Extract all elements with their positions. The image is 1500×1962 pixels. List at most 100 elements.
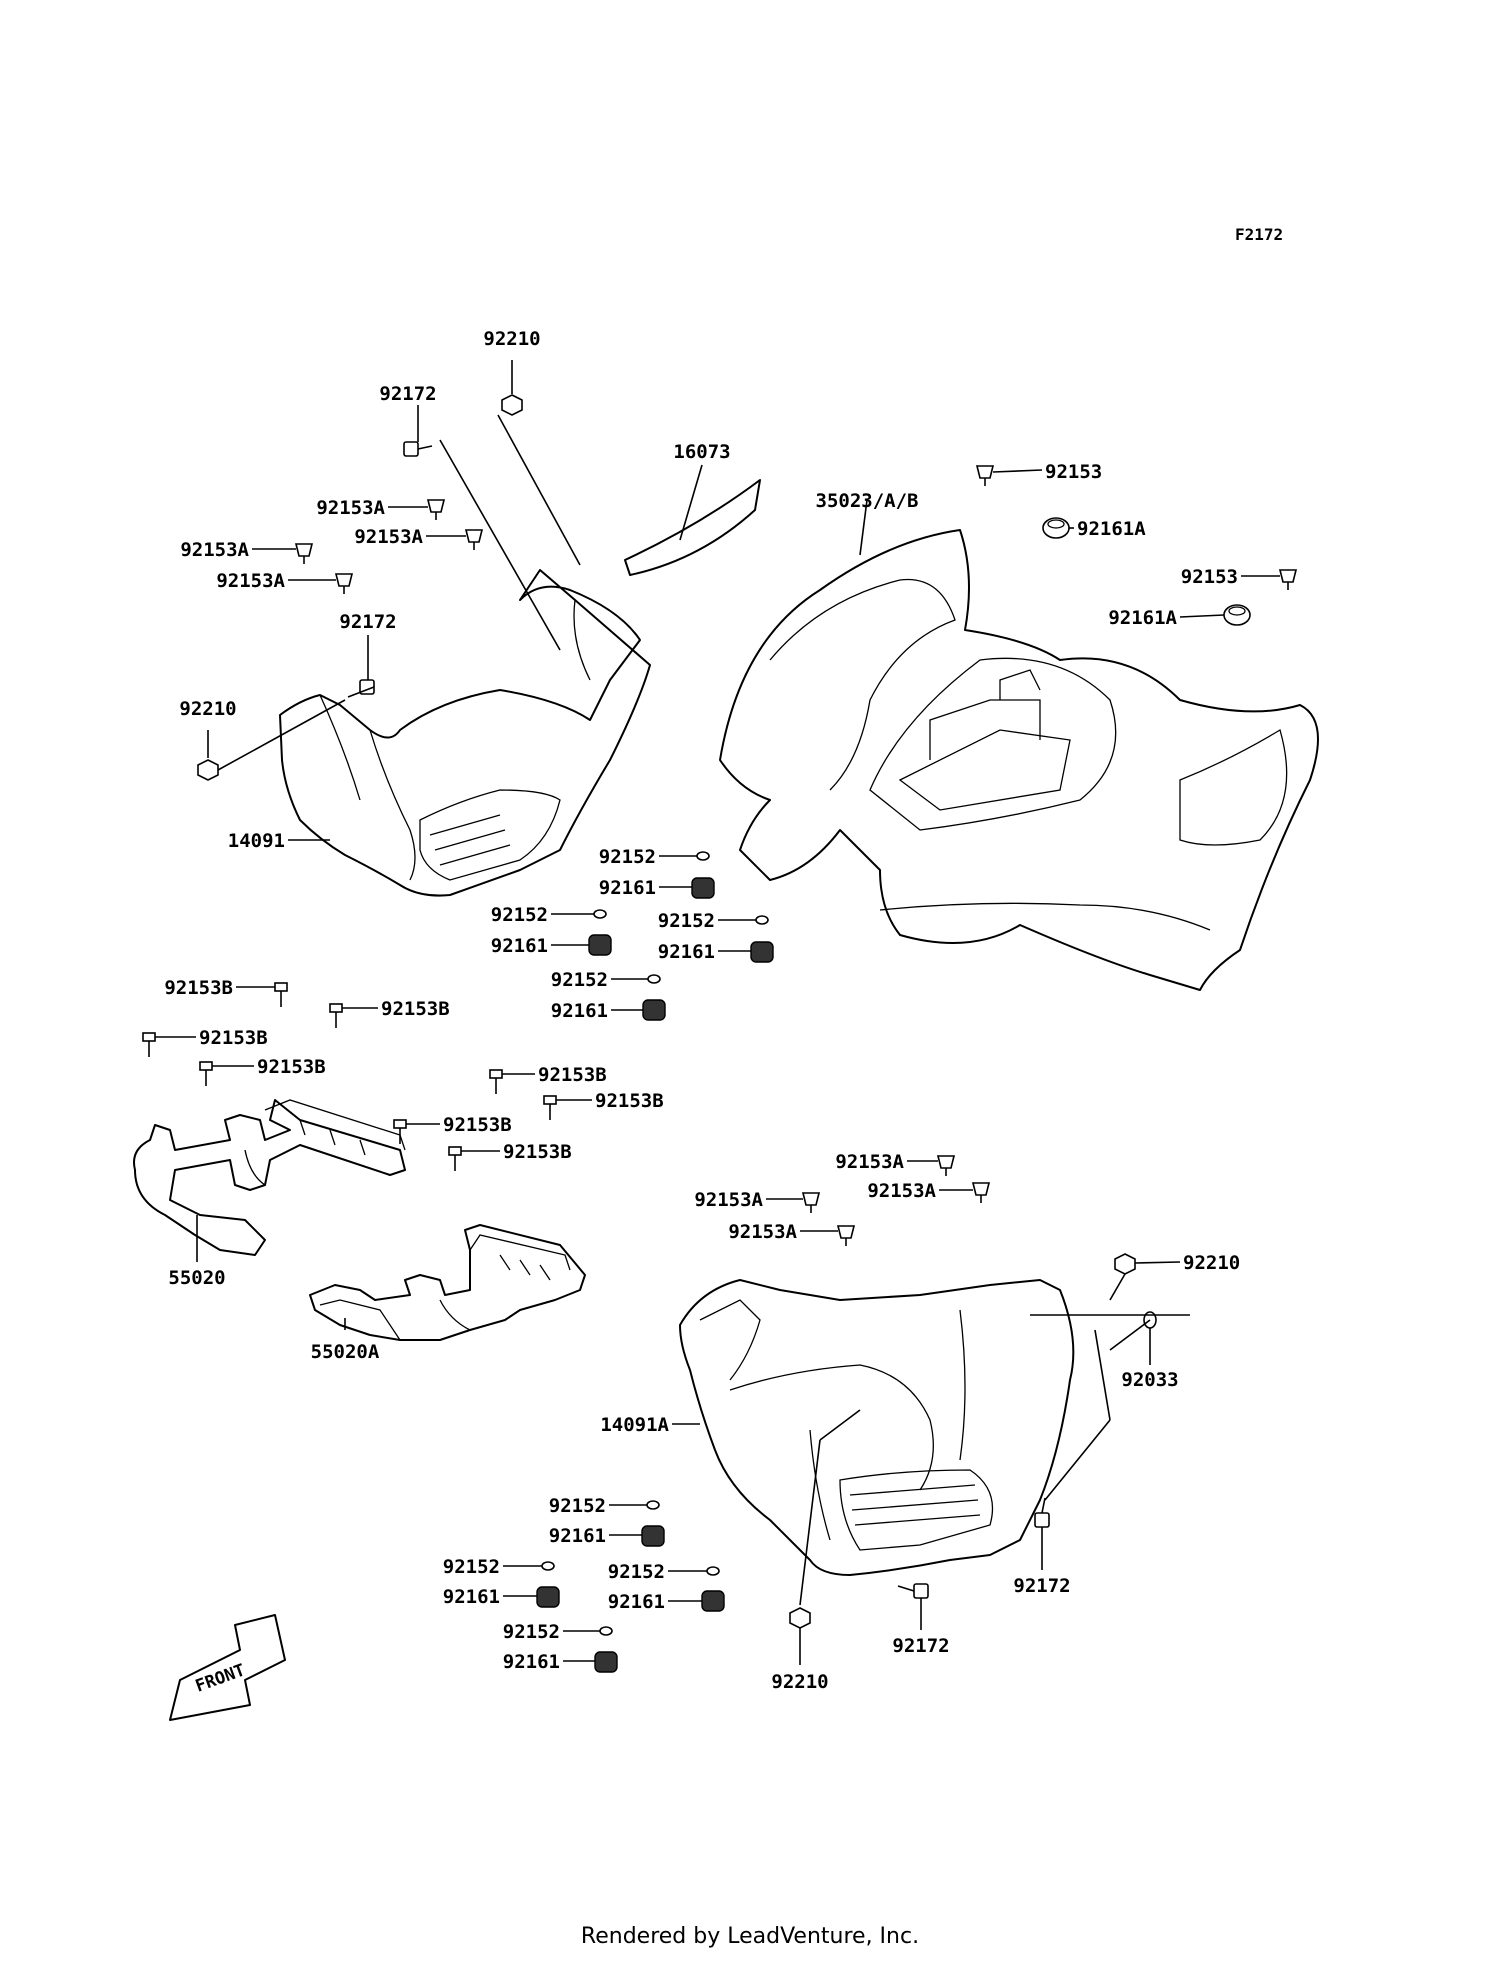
callout-label: 92210 bbox=[771, 1671, 828, 1693]
screw-icon bbox=[142, 1032, 156, 1057]
grommet-icon bbox=[1223, 604, 1251, 626]
callout-label: 92161 bbox=[549, 1525, 606, 1547]
callout-label: 92152 bbox=[491, 904, 548, 926]
rubber-mount-icon bbox=[691, 877, 715, 899]
step-bracket-55020A bbox=[309, 1224, 586, 1341]
right-footwell-14091A bbox=[679, 1279, 1075, 1576]
nut-icon bbox=[501, 394, 523, 416]
callout-label: 92153B bbox=[595, 1090, 664, 1112]
callout-label: 92210 bbox=[483, 328, 540, 350]
screw-icon bbox=[489, 1069, 503, 1094]
bolt-icon bbox=[347, 679, 375, 698]
callout-label: 92153A bbox=[867, 1180, 936, 1202]
step-bracket-55020 bbox=[133, 1099, 406, 1256]
callout-label: 92033 bbox=[1121, 1369, 1178, 1391]
callout-label: 92172 bbox=[1013, 1575, 1070, 1597]
left-footwell-14091 bbox=[279, 569, 651, 897]
callout-label: 92153 bbox=[1045, 461, 1102, 483]
callout-label: 92152 bbox=[551, 969, 608, 991]
callout-label: 92153B bbox=[199, 1027, 268, 1049]
callout-label: 92153B bbox=[538, 1064, 607, 1086]
callout-label: 14091A bbox=[600, 1414, 669, 1436]
callout-label: 92153A bbox=[216, 570, 285, 592]
callout-label: 92161 bbox=[599, 877, 656, 899]
callout-label: 92161A bbox=[1108, 607, 1177, 629]
callout-label: 92152 bbox=[608, 1561, 665, 1583]
callout-label: 92152 bbox=[549, 1495, 606, 1517]
callout-label: 92153A bbox=[316, 497, 385, 519]
callout-label: 14091 bbox=[228, 830, 285, 852]
bolt-icon bbox=[1034, 1497, 1050, 1528]
washer-icon bbox=[755, 915, 769, 925]
screw-icon bbox=[329, 1003, 343, 1028]
clip-icon bbox=[294, 543, 314, 564]
washer-icon bbox=[593, 909, 607, 919]
callout-labels: 92210 92172 16073 35023/A/B 92153 92161A… bbox=[164, 328, 1240, 1693]
callout-label: 92161 bbox=[608, 1591, 665, 1613]
callout-label: 16073 bbox=[673, 441, 730, 463]
washer-icon bbox=[696, 851, 710, 861]
callout-label: 92161 bbox=[443, 1586, 500, 1608]
callout-label: 92152 bbox=[599, 846, 656, 868]
bolt-icon bbox=[897, 1583, 929, 1599]
screw-icon bbox=[199, 1061, 213, 1086]
nut-icon bbox=[789, 1607, 811, 1629]
callout-label: 92153A bbox=[180, 539, 249, 561]
washer-icon bbox=[646, 1500, 660, 1510]
callout-label: 92210 bbox=[1183, 1252, 1240, 1274]
callout-label: 92161 bbox=[503, 1651, 560, 1673]
bolt-icon bbox=[403, 441, 433, 457]
front-arrow: FRONT bbox=[169, 1614, 286, 1721]
callout-label: 92172 bbox=[339, 611, 396, 633]
callout-label: 55020A bbox=[311, 1341, 380, 1363]
callout-label: 92153B bbox=[164, 977, 233, 999]
screw-icon bbox=[448, 1146, 462, 1171]
clip-icon bbox=[334, 573, 354, 594]
callout-label: 92172 bbox=[892, 1635, 949, 1657]
clip-icon bbox=[836, 1225, 856, 1246]
washer-icon bbox=[647, 974, 661, 984]
rubber-mount-icon bbox=[594, 1651, 618, 1673]
nut-icon bbox=[1114, 1253, 1136, 1275]
callout-label: 92153A bbox=[728, 1221, 797, 1243]
callout-label: 92153B bbox=[503, 1141, 572, 1163]
callout-label: 92152 bbox=[443, 1556, 500, 1578]
rubber-mount-icon bbox=[641, 1525, 665, 1547]
screw-icon bbox=[393, 1119, 407, 1144]
rubber-mount-icon bbox=[642, 999, 666, 1021]
grommet-icon bbox=[1042, 517, 1070, 539]
callout-label: 92153B bbox=[443, 1114, 512, 1136]
leader-lines bbox=[155, 360, 1280, 1665]
clip-icon bbox=[464, 529, 484, 550]
clip-icon bbox=[801, 1192, 821, 1213]
callout-label: 92161 bbox=[658, 941, 715, 963]
callout-label: 92172 bbox=[379, 383, 436, 405]
clip-icon bbox=[975, 465, 995, 486]
clip-icon bbox=[936, 1155, 956, 1176]
washer-icon bbox=[541, 1561, 555, 1571]
washer-icon bbox=[706, 1566, 720, 1576]
washer-icon bbox=[599, 1626, 613, 1636]
render-credit: Rendered by LeadVenture, Inc. bbox=[580, 1924, 920, 1949]
decal-16073-shape bbox=[624, 479, 761, 576]
diagram-code: F2172 bbox=[1235, 225, 1283, 244]
screw-icon bbox=[274, 982, 288, 1007]
callout-label: 92153A bbox=[354, 526, 423, 548]
clip-icon bbox=[1278, 569, 1298, 590]
rubber-mount-icon bbox=[588, 934, 612, 956]
callout-label: 92153 bbox=[1181, 566, 1238, 588]
callout-label: 92153B bbox=[257, 1056, 326, 1078]
rubber-mount-icon bbox=[750, 941, 774, 963]
screw-icon bbox=[543, 1095, 557, 1120]
rubber-mount-icon bbox=[701, 1590, 725, 1612]
callout-label: 92161A bbox=[1077, 518, 1146, 540]
callout-label: 92152 bbox=[658, 910, 715, 932]
callout-label: 92161 bbox=[551, 1000, 608, 1022]
rubber-mount-icon bbox=[536, 1586, 560, 1608]
callout-label: 92161 bbox=[491, 935, 548, 957]
callout-label: 35023/A/B bbox=[816, 490, 919, 512]
callout-label: 92153B bbox=[381, 998, 450, 1020]
callout-label: 92153A bbox=[694, 1189, 763, 1211]
